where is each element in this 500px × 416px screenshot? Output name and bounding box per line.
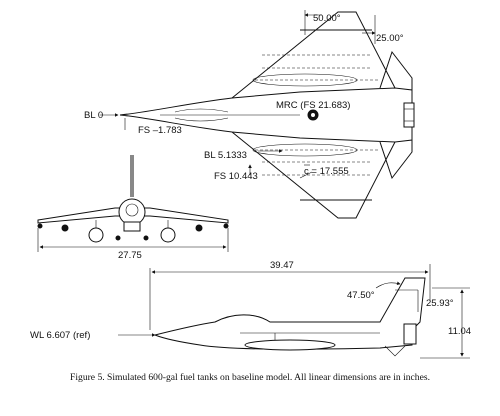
nozzle-plan — [403, 102, 415, 128]
cbar-label: c = 17.555 — [304, 166, 349, 177]
fs-nose-label: FS –1.783 — [138, 125, 182, 136]
length-label: 39.47 — [270, 260, 294, 271]
wl-label: WL 6.607 (ref) — [30, 330, 90, 341]
fin-trail-label: 25.93° — [426, 298, 454, 309]
fuel-tank-plan-upper — [252, 73, 358, 87]
nozzle-side — [403, 323, 417, 345]
sweep-leading-label: 50.00° — [313, 13, 341, 24]
sweep-trailing-label: 25.00° — [376, 33, 404, 44]
mrc-label: MRC (FS 21.683) — [276, 100, 350, 111]
figure-caption: Figure 5. Simulated 600-gal fuel tanks o… — [70, 372, 430, 383]
side-view — [118, 264, 470, 359]
fuel-tank-plan-lower — [252, 143, 358, 157]
fin-lead-label: 47.50° — [347, 290, 375, 301]
fuel-tank-front-left — [88, 227, 104, 243]
height-label: 11.04 — [448, 326, 471, 337]
bl0-label: BL 0 — [84, 110, 103, 121]
fs-tank-label: FS 10.443 — [214, 171, 258, 182]
fuselage-side — [153, 277, 426, 350]
span-label: 27.75 — [118, 250, 142, 261]
fuel-tank-front-right — [160, 227, 176, 243]
plan-view — [100, 10, 415, 219]
aircraft-diagram: 50.00° 25.00° MRC (FS 21.683) BL 0 FS –1… — [30, 10, 471, 359]
htail-upper — [379, 50, 413, 90]
fuel-tank-side — [244, 339, 336, 351]
fuselage-front — [118, 198, 146, 226]
htail-lower — [379, 140, 413, 180]
bl-tank-label: BL 5.1333 — [204, 150, 247, 161]
front-view — [37, 155, 229, 252]
